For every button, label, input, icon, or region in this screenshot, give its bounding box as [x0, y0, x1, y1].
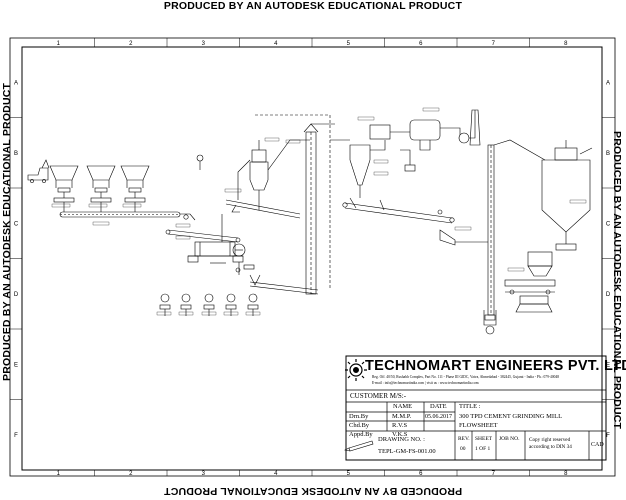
transfer-chute	[439, 229, 456, 246]
cad-label: CAD	[591, 442, 604, 448]
grid-row-label-left: F	[14, 433, 18, 439]
pencil-icon	[344, 440, 374, 452]
rev-label: REV.	[458, 436, 470, 442]
watermark-top: PRODUCED BY AN AUTODESK EDUCATIONAL PROD…	[163, 0, 463, 12]
weigh-feeder-2	[90, 197, 112, 203]
hopper-1	[49, 165, 79, 193]
grid-row-label-left: C	[14, 221, 19, 227]
grid-row-label-left: E	[14, 362, 18, 368]
bag-filter	[409, 119, 441, 141]
inner-frame	[21, 46, 603, 471]
row-role-checked: Chd.By	[349, 422, 370, 429]
drawing-title-line-1: 300 TPD CEMENT GRINDING MILL	[459, 413, 563, 420]
cyclone	[349, 144, 371, 186]
weigh-feeder-1	[53, 197, 75, 203]
mill-discharge-chute	[249, 274, 261, 286]
grid-row-label-right: A	[606, 80, 610, 86]
grid-column-label-bottom: 2	[129, 471, 133, 477]
inclined-conveyor	[167, 229, 239, 239]
grid-column-label-bottom: 1	[57, 471, 61, 477]
belt-discharge	[180, 213, 196, 221]
packer	[504, 279, 556, 287]
blowers-row	[159, 293, 259, 316]
grid-row-label-right: C	[606, 221, 611, 227]
exhaust-fan	[458, 132, 470, 144]
packer-hopper	[527, 251, 553, 267]
grid-row-label-left: B	[14, 151, 18, 157]
header-name: NAME	[393, 403, 413, 410]
grid-row-label-right: F	[606, 433, 610, 439]
drawing-title-line-2: FLOWSHEET	[459, 422, 498, 429]
outer-frame	[9, 37, 616, 477]
stack	[469, 109, 481, 146]
grid-column-label-bottom: 8	[564, 471, 568, 477]
silo-top-filter	[554, 147, 578, 161]
reject-conveyor	[225, 199, 301, 215]
grid-row-label-left: D	[14, 292, 19, 298]
grid-ticks	[10, 38, 615, 476]
grid-column-label-bottom: 4	[274, 471, 278, 477]
ball-mill	[194, 241, 236, 257]
sheet-label: SHEET	[475, 436, 493, 442]
compressor	[483, 310, 497, 326]
grid-column-label-top: 8	[564, 41, 568, 47]
rev-value: 00	[460, 446, 466, 452]
grid-column-label-bottom: 6	[419, 471, 423, 477]
grid-column-label-top: 2	[129, 41, 133, 47]
title-block-lines	[345, 355, 607, 461]
grid-row-label-left: A	[14, 80, 18, 86]
separator-duct	[237, 159, 251, 200]
mill-drive	[232, 243, 246, 257]
row-role-drawn: Drn.By	[349, 413, 369, 420]
hopper-3	[120, 165, 150, 193]
hopper-2	[86, 165, 116, 193]
job-label: JOB NO.	[499, 436, 520, 442]
process-equipment	[27, 109, 593, 335]
grid-row-label-right: E	[606, 362, 610, 368]
grid-column-label-top: 1	[57, 41, 61, 47]
copyright-line-1: Copy right reserved	[529, 437, 571, 443]
customer-label: CUSTOMER M/S:-	[350, 392, 407, 400]
grid-column-label-top: 7	[492, 41, 496, 47]
grid-column-label-top: 6	[419, 41, 423, 47]
row-date-drawn: 05.06.2017	[425, 414, 452, 420]
sheet-value: 1 OF 1	[475, 446, 491, 452]
company-name: TECHNOMART ENGINEERS PVT. LTD.	[365, 358, 626, 374]
header-date: DATE	[430, 403, 447, 410]
mill-outlet-conveyor	[249, 281, 319, 291]
cement-silo	[541, 159, 591, 233]
separator	[249, 161, 269, 191]
truck-loader	[519, 295, 549, 305]
drawing-no-label: DRAWING NO. :	[378, 436, 425, 443]
row-role-approved: Appd.By	[349, 431, 373, 438]
row-name-checked: R.V.S	[392, 422, 408, 429]
grid-column-label-bottom: 7	[492, 471, 496, 477]
grid-column-label-top: 3	[202, 41, 206, 47]
truck-icon	[27, 167, 49, 181]
elevator-enclosure	[255, 114, 331, 290]
grid-column-label-top: 5	[347, 41, 351, 47]
company-email: E-mail : info@technomartindia.com | visi…	[372, 381, 479, 385]
row-name-drawn: M.M.P.	[392, 413, 412, 420]
copyright-line-2: according to DIN 34	[529, 444, 572, 450]
unloading-arrow	[41, 159, 50, 169]
grid-row-label-right: D	[606, 292, 611, 298]
drawing-no: TEPL-GM-FS-001.00	[378, 448, 436, 455]
header-title: TITLE :	[459, 403, 481, 410]
airslide	[344, 202, 453, 219]
company-logo	[345, 359, 367, 381]
equipment-tags	[51, 107, 587, 316]
weigh-feeder-3	[124, 197, 146, 203]
grid-column-label-bottom: 5	[347, 471, 351, 477]
dust-collector	[369, 124, 391, 140]
company-address: Reg. Off. 40/50, Rushabh Complex, Part N…	[372, 375, 560, 379]
row-name-approved: V.K.S	[392, 431, 408, 438]
grid-row-label-right: B	[606, 151, 610, 157]
grid-column-label-top: 4	[274, 41, 278, 47]
grid-column-label-bottom: 3	[202, 471, 206, 477]
